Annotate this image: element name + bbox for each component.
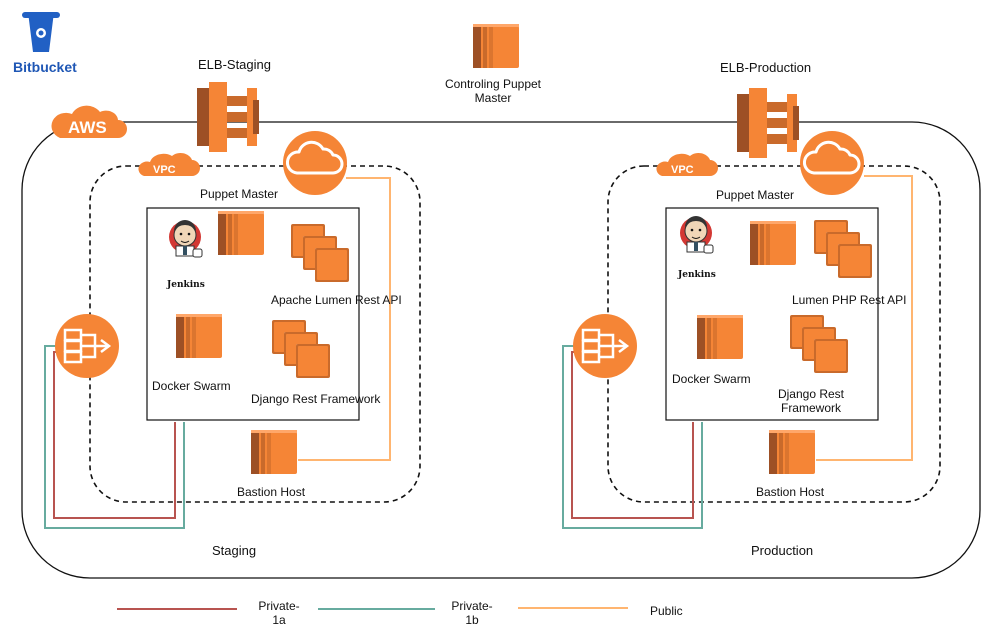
production-docker-ec2-icon [697,315,743,359]
elb-staging-icon [197,82,259,152]
staging-internet-gateway-icon [281,129,349,197]
production-internet-gateway-icon [798,129,866,197]
aws-region-boundary [21,121,981,579]
staging-jenkins-label: Jenkins [166,280,205,290]
production-router-icon [571,312,639,380]
staging-vpc-label: VPC [153,164,176,176]
bitbucket-logo-text: Bitbucket [13,59,77,75]
production-puppet-master-label: Puppet Master [716,188,795,202]
staging-bastion-ec2-icon [251,430,297,474]
aws-cloud-icon: AWS [51,105,127,138]
production-django-label: Django Rest Framework [777,387,845,415]
legend-private-1b-label: Private- 1b [451,599,493,627]
staging-private-1b-line [44,345,185,529]
staging-puppet-master-label: Puppet Master [200,187,279,201]
bitbucket-logo-icon: Bitbucket [13,12,77,75]
production-docker-label: Docker Swarm [672,372,751,386]
staging-django-label: Django Rest Framework [251,392,381,406]
staging-router-icon [53,312,121,380]
production-jenkins-label: Jenkins [677,270,716,280]
staging-docker-ec2-icon [176,314,222,358]
staging-api-label: Apache Lumen Rest API [271,293,402,307]
production-jenkins-ec2-icon [750,221,796,265]
staging-jenkins-ec2-icon [218,211,264,255]
elb-production-label: ELB-Production [720,60,812,75]
production-private-1b-line [562,345,703,529]
elb-staging-label: ELB-Staging [198,57,271,72]
production-api-label: Lumen PHP Rest API [792,293,907,307]
legend-private-1a-label: Private- 1a [258,599,300,627]
staging-docker-label: Docker Swarm [152,379,231,393]
production-vpc-boundary [607,165,941,503]
production-vpc-label: VPC [671,164,694,176]
production-public-line [816,175,913,461]
production-bastion-label: Bastion Host [756,485,825,499]
aws-badge-label: AWS [68,118,107,137]
staging-bastion-label: Bastion Host [237,485,306,499]
staging-jenkins-icon: Jenkins [166,219,205,290]
elb-production-icon [737,88,799,158]
legend-public-label: Public [650,604,683,618]
controlling-master-label: Controling Puppet Master [444,77,542,105]
staging-vpc-cloud-icon: VPC [138,153,200,176]
controlling-master-ec2-icon [473,24,519,68]
production-vpc-cloud-icon: VPC [656,153,718,176]
staging-public-line [298,177,391,461]
production-jenkins-icon: Jenkins [677,215,716,280]
production-bastion-ec2-icon [769,430,815,474]
staging-env-label: Staging [212,543,257,558]
production-env-label: Production [751,543,814,558]
